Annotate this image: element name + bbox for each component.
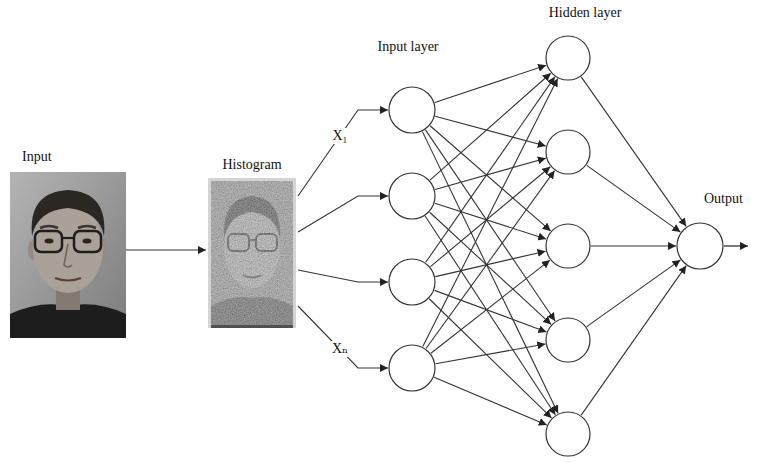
connector — [436, 344, 546, 364]
connector — [298, 306, 388, 368]
connector — [430, 73, 551, 180]
hidden-neuron — [545, 317, 591, 363]
input-neuron — [388, 86, 436, 134]
input-image: Input — [10, 148, 126, 340]
hidden-neuron — [545, 411, 591, 457]
connector — [434, 377, 547, 425]
neuron-outline — [388, 86, 436, 134]
connector — [425, 216, 555, 415]
face-photo — [10, 172, 126, 338]
histogram-image-box: Histogram — [206, 156, 298, 330]
connector — [298, 110, 388, 196]
input-neuron — [388, 344, 436, 392]
connector — [581, 266, 686, 416]
neuron-outline — [388, 258, 436, 306]
image-caption: Histogram — [222, 156, 281, 173]
connector — [435, 65, 546, 102]
connector — [435, 251, 545, 276]
neuron-outline — [545, 35, 591, 81]
hidden-neuron — [545, 129, 591, 175]
neuron-outline — [545, 411, 591, 457]
input-variable-label: Xₙ — [330, 341, 350, 357]
connector — [126, 249, 206, 250]
input-variable-label: X₁ — [331, 128, 350, 144]
connector — [298, 196, 388, 232]
layer-label: Input layer — [377, 38, 438, 55]
input-neuron — [388, 172, 436, 220]
connector — [429, 299, 551, 418]
hidden-neuron — [545, 223, 591, 269]
connector — [426, 171, 554, 349]
output-arrow — [724, 245, 748, 246]
connector — [298, 270, 388, 282]
neuron-outline — [545, 129, 591, 175]
layer-label: Hidden layer — [549, 4, 622, 21]
connector — [430, 212, 551, 324]
image-caption: Input — [22, 148, 52, 165]
connector — [425, 130, 555, 321]
connector — [587, 165, 681, 232]
input-neuron — [388, 258, 436, 306]
connector — [591, 245, 676, 246]
connector — [581, 77, 686, 227]
connector — [434, 290, 546, 332]
neuron-outline — [545, 223, 591, 269]
connector — [430, 167, 550, 267]
node-label: Output — [704, 190, 743, 207]
output-neuron: Output — [676, 222, 724, 270]
connector — [431, 260, 550, 353]
caption-row: Histogram — [206, 156, 298, 173]
connector — [430, 126, 551, 231]
histogram-image — [208, 178, 296, 328]
neuron-outline — [388, 344, 436, 392]
hidden-neuron — [545, 35, 591, 81]
caption-row: Input — [10, 148, 126, 165]
neuron-outline — [388, 172, 436, 220]
neuron-outline — [545, 317, 591, 363]
connector — [426, 77, 555, 262]
connector — [435, 203, 546, 239]
connector — [435, 116, 546, 146]
neuron-outline — [676, 222, 724, 270]
connector — [422, 132, 558, 414]
